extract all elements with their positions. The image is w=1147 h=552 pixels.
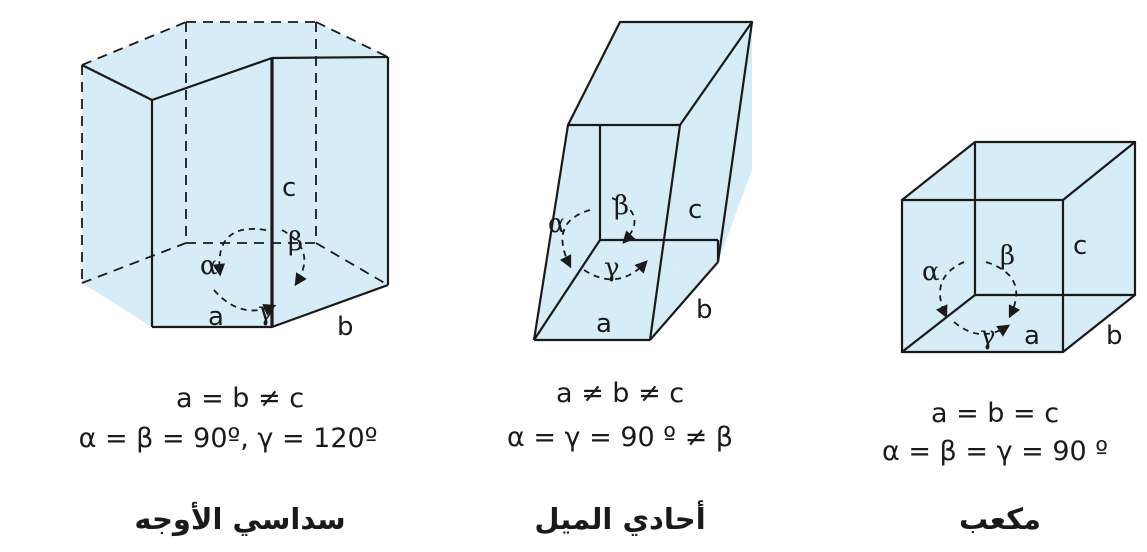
hexagonal-angle-arcs [212,228,307,316]
hexagonal-visible-edges [81,55,390,329]
monoclinic-prism: c a b α β γ [532,20,754,342]
cube-body [902,142,1135,352]
monoclinic-edge-b-label: b [696,295,713,325]
monoclinic-gamma-label: γ [604,253,620,283]
hexagonal-edge-c-label: c [282,173,296,203]
cubic-name: مكعب [959,502,1041,536]
monoclinic-edges [532,20,754,342]
cube-angle-arcs [935,261,1021,337]
cube-gamma-label: γ [980,321,996,351]
cube-edge-a-label: a [1024,321,1040,351]
hexagonal-angle-relation: α = β = 90º, γ = 120º [78,423,378,454]
monoclinic-alpha-label: α [548,209,566,239]
cube-alpha-label: α [922,257,940,287]
hexagonal-hidden-edges [81,21,389,286]
hexagonal-name: سداسي الأوجه [134,502,346,536]
cube-edge-c-label: c [1073,231,1087,261]
cube: c a b α β γ [900,140,1137,354]
hexagonal-alpha-label: α [200,251,218,281]
hexagonal-edge-a-label: a [208,302,224,332]
hexagonal-prism-body [82,22,388,327]
monoclinic-edge-c-label: c [688,195,702,225]
monoclinic-right-face [650,22,752,340]
monoclinic-name: أحادي الميل [534,502,706,536]
monoclinic-beta-label: β [614,191,629,221]
monoclinic-length-relation: a ≠ b ≠ c [555,378,685,409]
hexagonal-beta-label: β [288,227,303,257]
monoclinic-body [534,22,752,340]
cubic-angle-relation: α = β = γ = 90 º [881,436,1109,467]
hexagonal-length-relation: a = b ≠ c [175,383,305,414]
monoclinic-angle-arcs [559,197,648,281]
hexagonal-prism: c a b α β γ [81,21,390,342]
cube-edge-b-label: b [1106,321,1123,351]
hexagonal-gamma-label: γ [258,297,274,327]
hexagonal-edge-b-label: b [337,312,354,342]
cube-beta-label: β [1000,241,1015,271]
monoclinic-angle-relation: α = γ = 90 º ≠ β [506,422,734,453]
cube-edges [900,140,1137,354]
cubic-length-relation: a = b = c [930,398,1060,429]
monoclinic-edge-a-label: a [596,309,612,339]
